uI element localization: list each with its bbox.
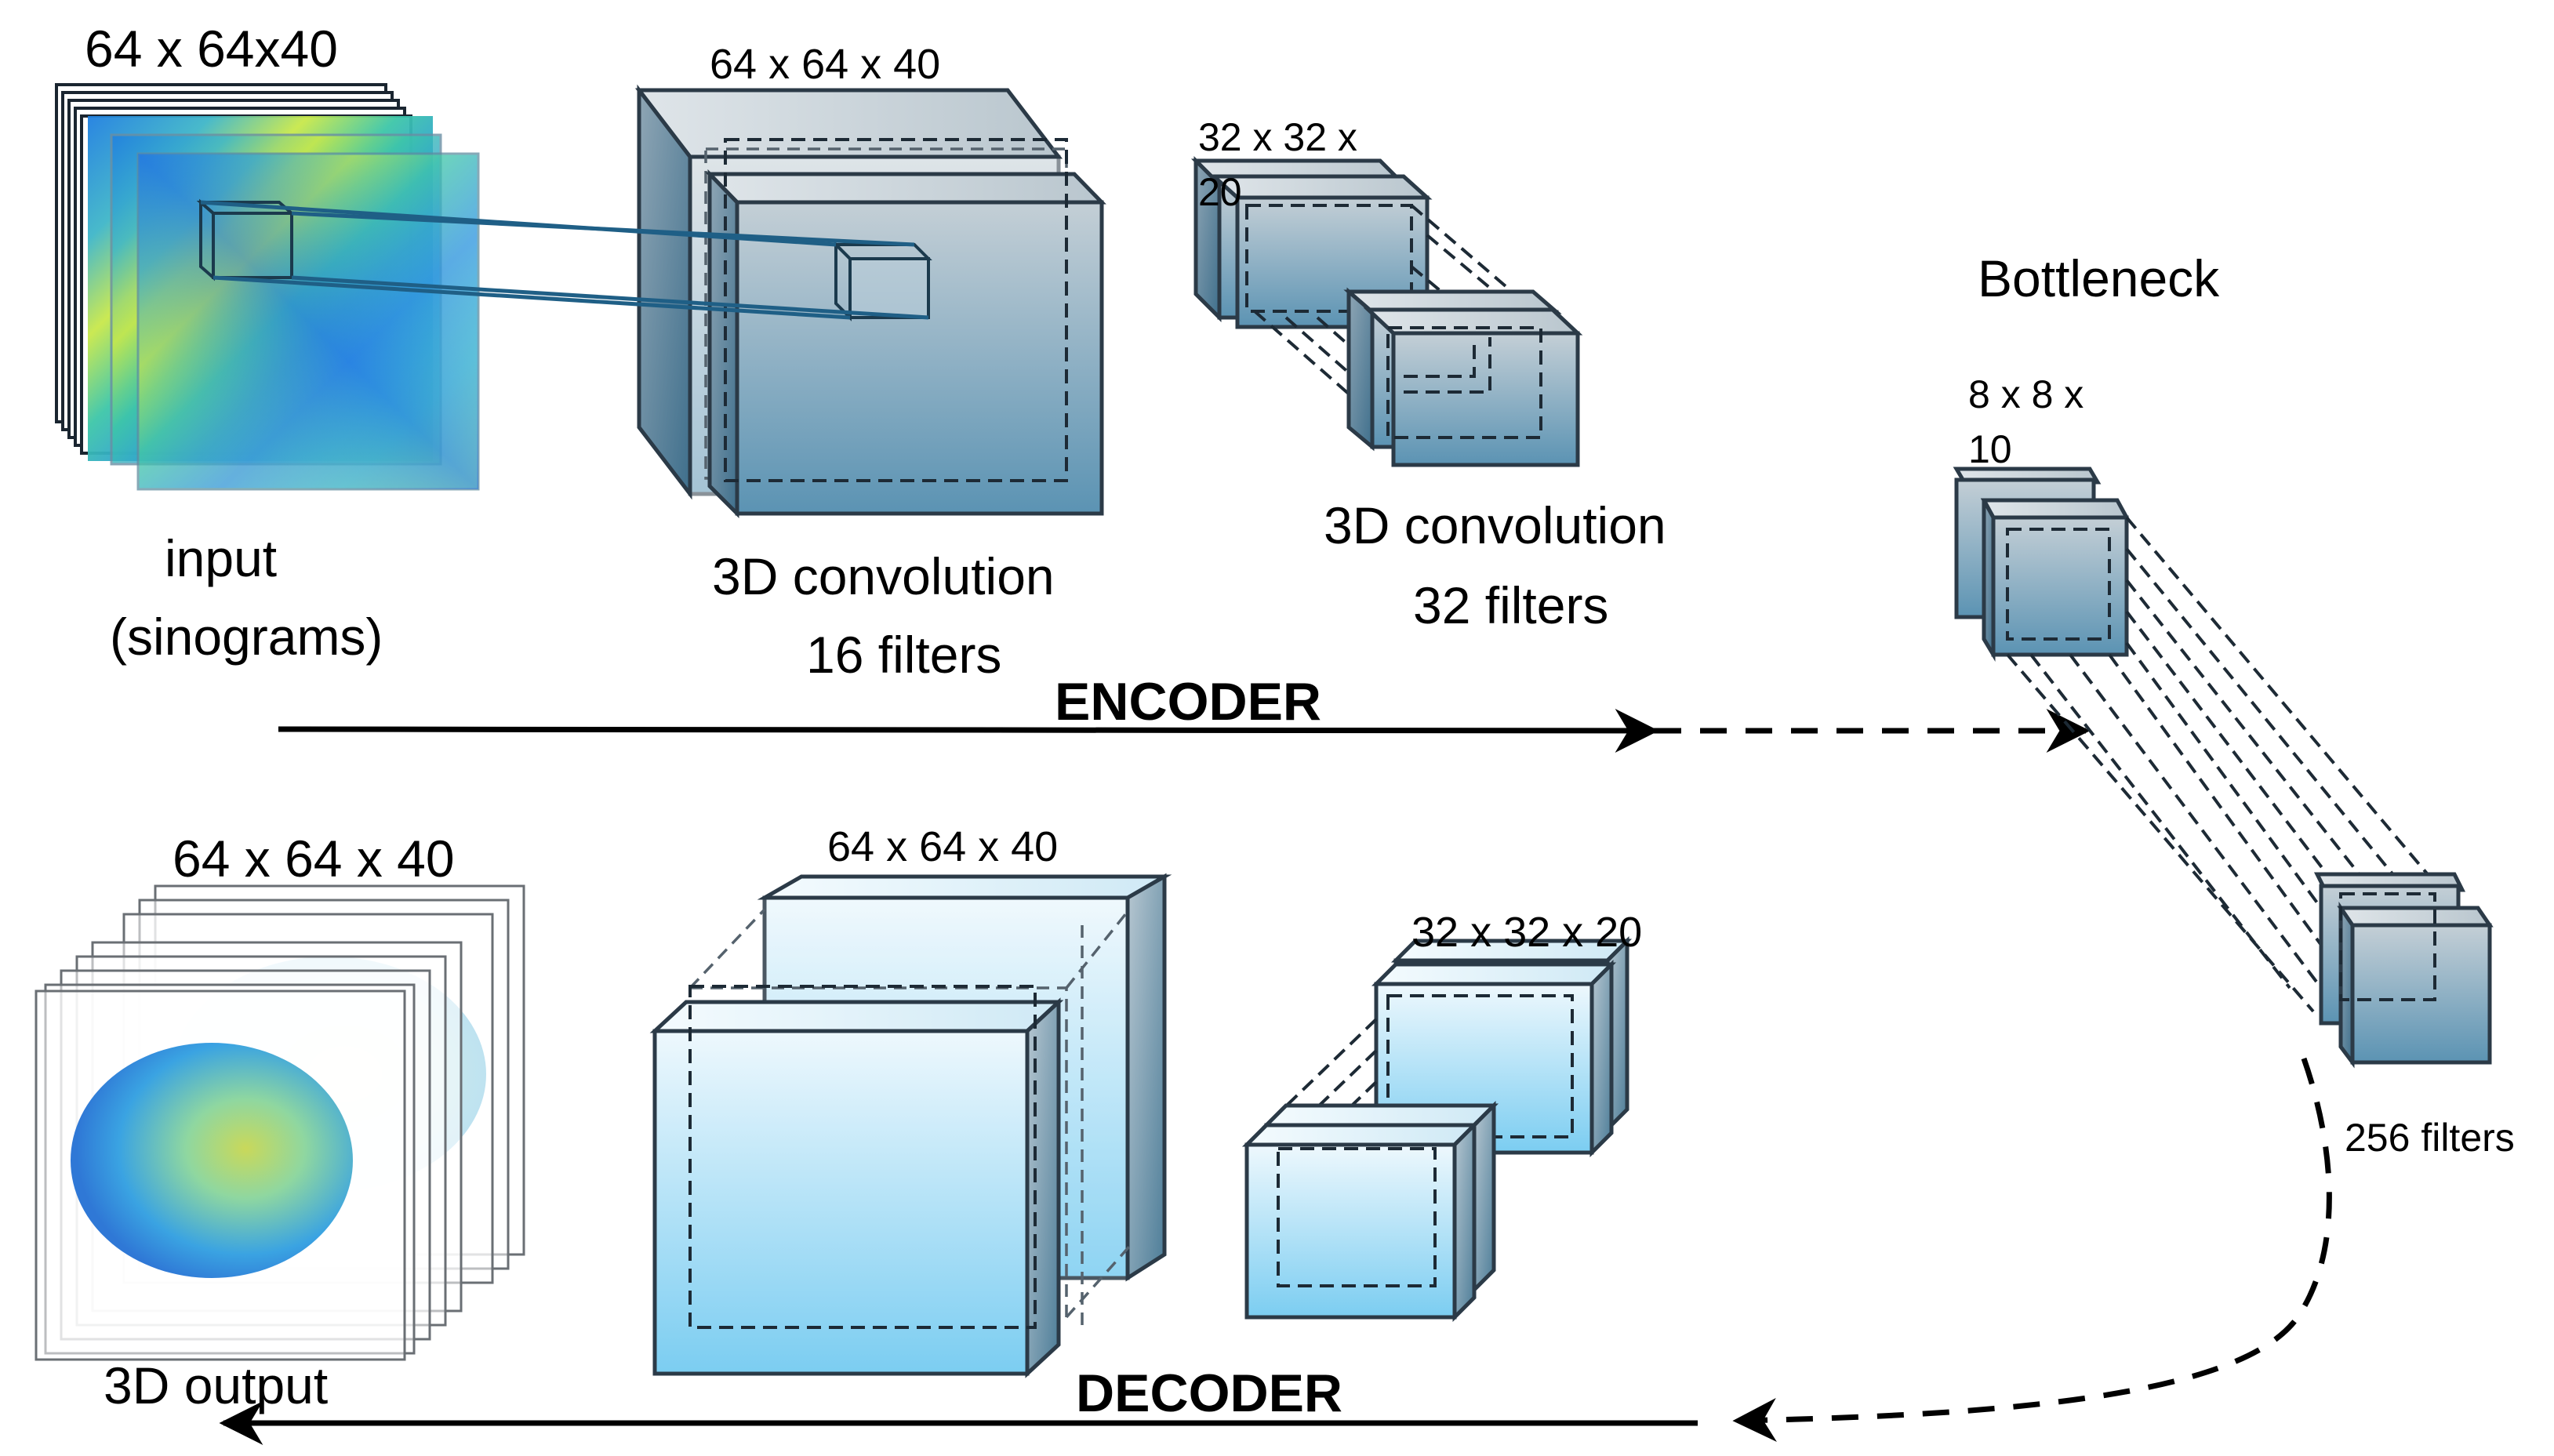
input-label-line1: input bbox=[165, 529, 277, 587]
projection-line-bottom bbox=[213, 275, 851, 320]
conv1-dims: 64 x 64 x 40 bbox=[710, 41, 940, 88]
encoder-arrow bbox=[278, 708, 1659, 753]
projection-line-bottom-right bbox=[291, 275, 929, 320]
bottleneck-dims-line2: 10 bbox=[1968, 427, 2012, 471]
bottleneck-depth-traces bbox=[2006, 516, 2432, 1013]
bottleneck-dims-line1: 8 x 8 x bbox=[1968, 372, 2084, 416]
projection-line-top-right bbox=[291, 211, 915, 247]
conv2-label-line2: 32 filters bbox=[1413, 576, 1608, 634]
conv2-label-line1: 3D convolution bbox=[1324, 496, 1666, 554]
conv2-feature-block bbox=[1190, 155, 1583, 467]
input-sinogram-stack bbox=[55, 83, 480, 491]
conv2-dims-line1: 32 x 32 x bbox=[1198, 115, 1357, 159]
conv1-label-line2: 16 filters bbox=[806, 626, 1001, 684]
input-label-line2: (sinograms) bbox=[110, 608, 383, 666]
bottleneck-filters: 256 filters bbox=[2345, 1116, 2515, 1160]
decoder-label: DECODER bbox=[1076, 1363, 1342, 1423]
output-volume-stack bbox=[35, 884, 525, 1361]
bottleneck-feature-block bbox=[1953, 467, 2494, 1069]
deconv2-dims: 32 x 32 x 20 bbox=[1411, 909, 1642, 956]
output-dims: 64 x 64 x 40 bbox=[173, 830, 455, 888]
deconv1-feature-block bbox=[649, 873, 1172, 1378]
input-dims: 64 x 64x40 bbox=[85, 20, 338, 78]
conv1-feature-block bbox=[634, 84, 1106, 519]
output-label: 3D output bbox=[104, 1356, 328, 1414]
conv1-label-line1: 3D convolution bbox=[712, 547, 1055, 605]
deconv1-dims: 64 x 64 x 40 bbox=[827, 823, 1058, 870]
encoder-label: ENCODER bbox=[1055, 672, 1321, 732]
conv2-dims-line2: 20 bbox=[1198, 170, 1242, 214]
deconv2-feature-block bbox=[1241, 935, 1633, 1323]
bottleneck-title: Bottleneck bbox=[1978, 249, 2220, 307]
bottleneck-to-decoder-curve bbox=[1732, 1057, 2332, 1442]
